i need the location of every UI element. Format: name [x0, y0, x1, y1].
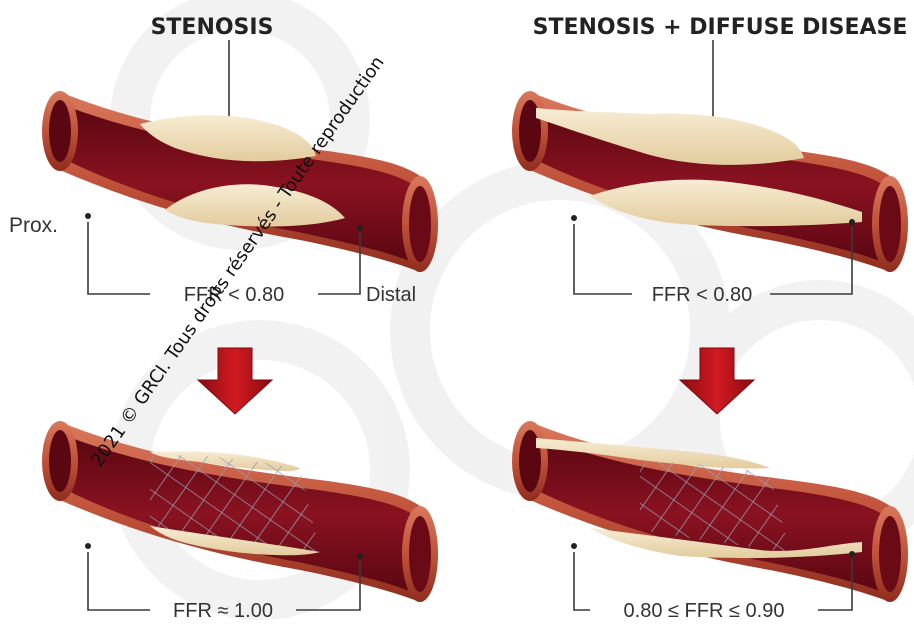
ffr-label-bottom-left: FFR ≈ 1.00	[173, 600, 273, 622]
distal-label: Distal	[366, 284, 416, 306]
ffr-label-bottom-right: 0.80 ≤ FFR ≤ 0.90	[624, 600, 785, 622]
prox-label: Prox.	[9, 214, 58, 237]
vessel-top-right-diffuse	[512, 91, 908, 272]
heading-stenosis: STENOSIS	[151, 15, 274, 40]
ffr-label-top-right: FFR < 0.80	[652, 284, 753, 306]
heading-stenosis-diffuse: STENOSIS + DIFFUSE DISEASE	[533, 15, 908, 40]
